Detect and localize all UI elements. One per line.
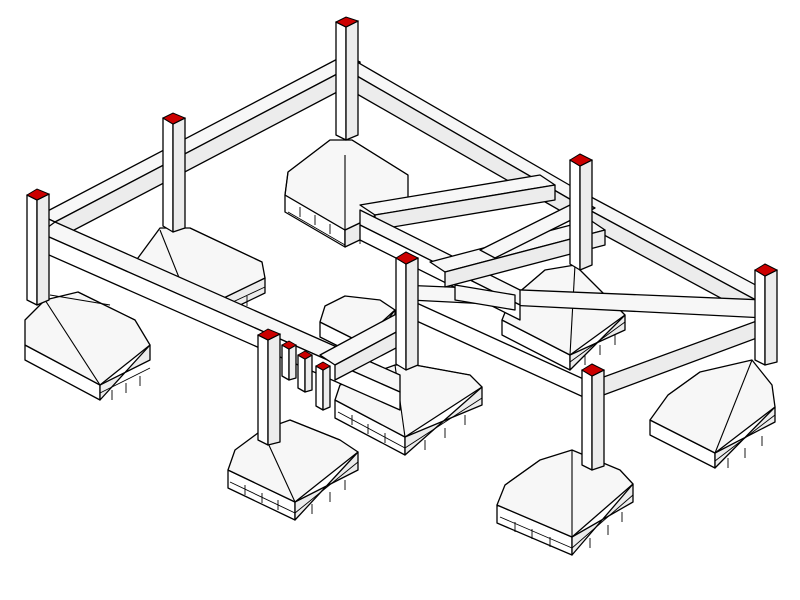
footing-front-right xyxy=(496,449,634,556)
column-left-inner xyxy=(161,112,187,233)
footing-front-left xyxy=(227,419,359,521)
column-stub-3 xyxy=(315,361,331,411)
column-top xyxy=(334,16,360,141)
column-stub-2 xyxy=(297,350,313,393)
beam-inner-cross xyxy=(319,174,606,381)
column-left xyxy=(25,188,51,306)
footing-right xyxy=(649,359,776,469)
column-right xyxy=(754,263,779,366)
column-center xyxy=(395,251,420,371)
column-right-rear xyxy=(569,153,594,271)
column-stub-1 xyxy=(281,340,297,381)
column-front-left xyxy=(256,328,282,446)
column-front-right xyxy=(581,363,606,471)
footing-left xyxy=(24,291,151,401)
